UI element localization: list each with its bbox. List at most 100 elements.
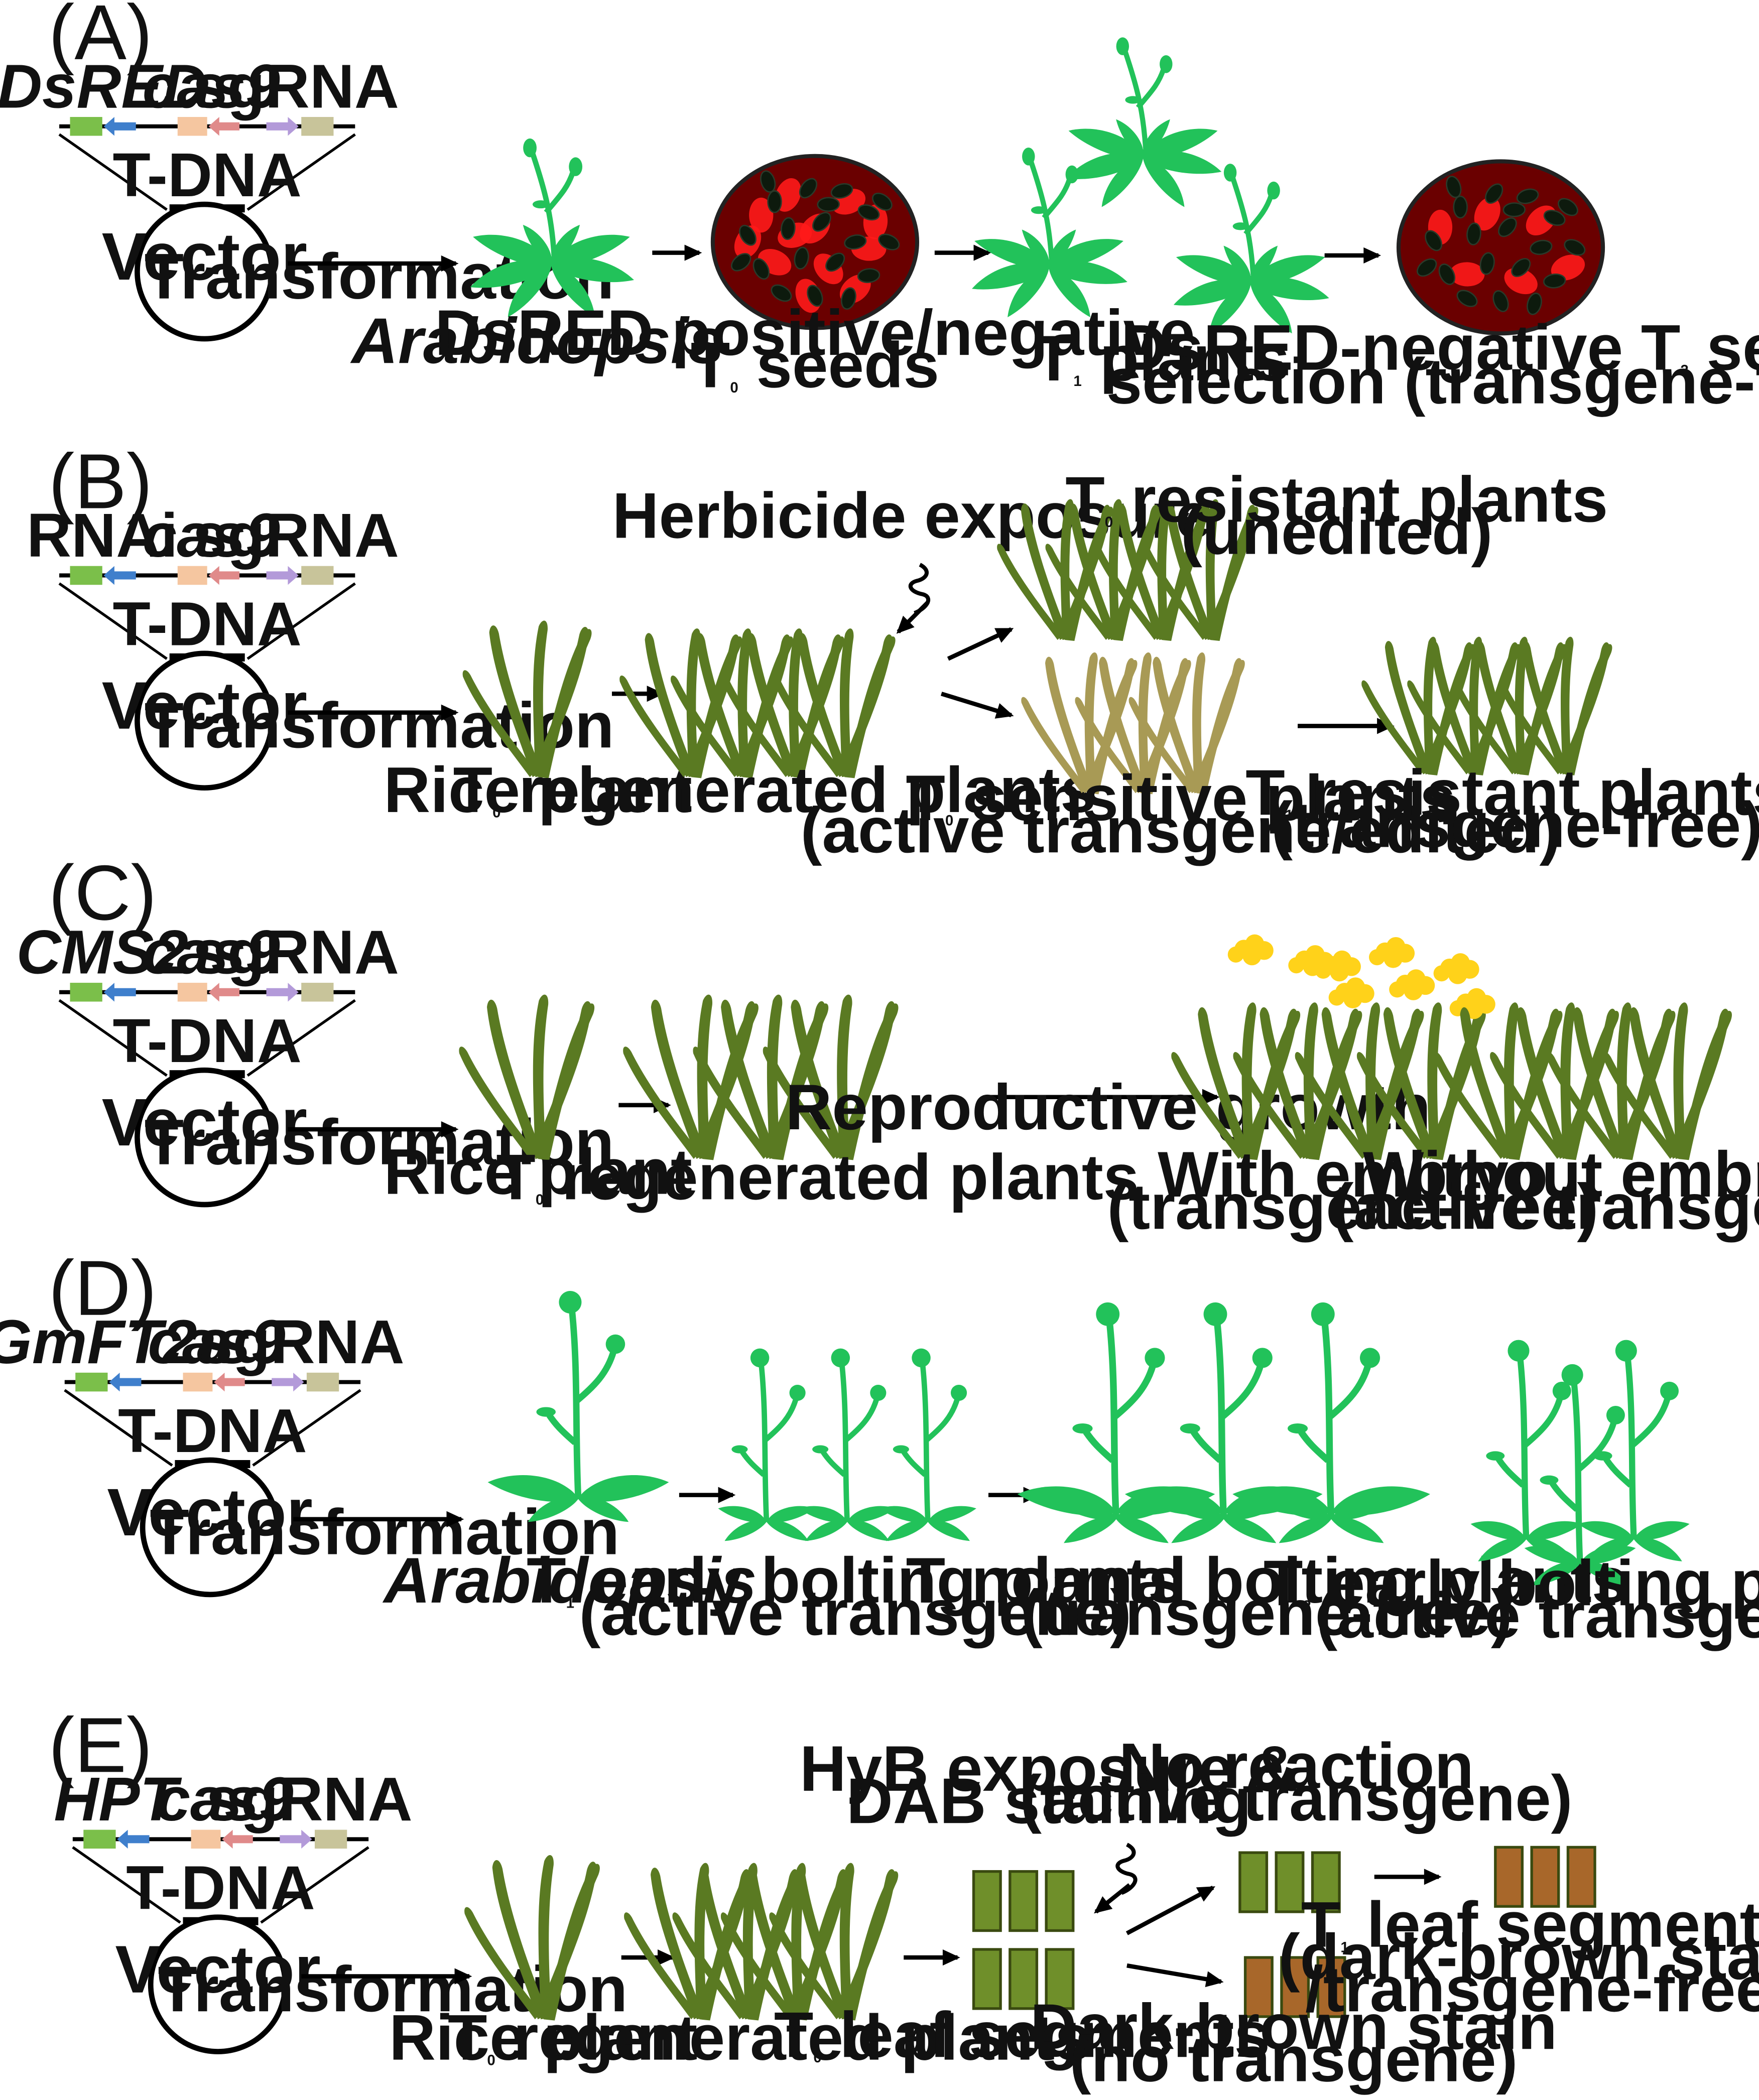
leaf-segment: [1275, 1851, 1305, 1913]
label-part: leaf segments: [1349, 1889, 1759, 1961]
t1-leaf-label: T1 leaf segments: [1301, 1889, 1759, 1961]
label-part: resistant plants: [1293, 757, 1759, 829]
process-arrow: [988, 1089, 1220, 1105]
sensitive-label: T0 sensitive plants: [906, 762, 1455, 834]
promoter-arrow-lilac: [272, 1372, 304, 1392]
leaf-segment: [1316, 1956, 1346, 2018]
t2-early-label: T2 early bolting plants: [1264, 1547, 1759, 1619]
t0-label: T0 regenerated plants: [496, 1141, 1139, 1213]
plant-label: Arabidopsis: [350, 305, 724, 377]
marker-cassette-box: [83, 1829, 116, 1849]
label-part: plants: [1082, 323, 1290, 395]
t1-early-label-2: (active transgene): [579, 1577, 1132, 1649]
marker-gene-label: GmFT2a: [0, 1307, 231, 1377]
leaf-segment: [1243, 1956, 1274, 2018]
panel-letter: (A): [49, 0, 153, 76]
vector-label: Vector: [102, 1085, 307, 1160]
vector-label: Vector: [107, 1475, 312, 1550]
sgrna-label: sgRNA: [193, 501, 399, 570]
without-embryo-label: Without embryo: [1363, 1139, 1759, 1211]
leaf-segment: [1045, 1948, 1075, 2010]
label-subscript: 2: [1680, 362, 1688, 378]
promoter-arrow-pink: [208, 117, 239, 136]
with-embryo-label: With embryo: [1158, 1139, 1548, 1211]
leaf-segment: [1530, 1846, 1560, 1908]
label-subscript: 2: [945, 1595, 953, 1612]
seeds-label-2: T0 seeds: [691, 329, 939, 401]
label-part: T: [1065, 464, 1105, 536]
tdna-label: T-DNA: [112, 1006, 301, 1076]
resistant-label: T0 resistant plants: [1065, 464, 1608, 536]
tdna-label: T-DNA: [118, 1396, 307, 1466]
sgrna-box: [306, 1372, 339, 1392]
hyb-label-2: DAB staining: [846, 1765, 1251, 1837]
cas9-box: [183, 1372, 213, 1392]
process-arrow: [1374, 1869, 1442, 1885]
vector-circle: [140, 1457, 280, 1598]
without-embryo-label-2: (active transgene): [1332, 1171, 1759, 1243]
exposure-arrow: [896, 600, 930, 634]
cas9-label: cas9: [148, 1307, 285, 1377]
label-part: T: [527, 1545, 566, 1617]
tdna-label: T-DNA: [126, 1854, 315, 1923]
sgrna-label: sgRNA: [193, 917, 399, 987]
sgrna-label: sgRNA: [193, 52, 399, 121]
leaf-segment: [1045, 1870, 1075, 1932]
process-arrow: [904, 1949, 960, 1966]
panel-letter: (B): [49, 438, 153, 525]
t1-resistant-label-2: (transgene-free): [1271, 790, 1759, 861]
cas9-label: cas9: [143, 52, 280, 121]
rice-label: Rice plant: [384, 1136, 692, 1208]
cas9-box: [177, 983, 207, 1002]
no-reaction-segments: [1238, 1851, 1341, 1913]
tdna-label: T-DNA: [112, 141, 301, 210]
t2-normal-label-2: (transgene-free): [1021, 1577, 1513, 1649]
vector-circle: [135, 1067, 275, 1208]
transformation-arrow: [288, 704, 459, 721]
vector-label: Vector: [115, 1932, 320, 2007]
rosette-leaf: [576, 1472, 670, 1504]
sgrna-box: [301, 983, 334, 1002]
flower-clusters: [1227, 934, 1495, 1019]
cas9-label: cas9: [143, 501, 280, 570]
dark-brown-label: Dark-brown stain: [1030, 1991, 1557, 2063]
sgrna-box: [301, 566, 334, 585]
seed-plate-t2: [1396, 159, 1605, 336]
label-subscript: 1: [566, 1595, 574, 1612]
promoter-arrow-pink: [214, 1372, 245, 1392]
vector-circle: [148, 1914, 288, 2054]
label-part: T: [453, 754, 493, 826]
marker-cassette-box: [70, 983, 102, 1002]
cas9-box: [177, 117, 207, 136]
process-arrow: [652, 244, 702, 261]
rice-label: Rice plant: [389, 2002, 697, 2074]
with-embryo-label-2: (transgene-free): [1107, 1171, 1599, 1243]
label-part: resistant plants: [1113, 464, 1608, 536]
promoter-arrow-lilac: [280, 1829, 312, 1849]
label-subscript: 0: [536, 1192, 544, 1208]
process-arrow: [1126, 1963, 1224, 1988]
plant-label: Arabidopsis: [382, 1545, 757, 1617]
sgrna-label: sgRNA: [206, 1765, 413, 1834]
cas9-label: cas9: [143, 917, 280, 987]
leaf-segment: [1009, 1870, 1039, 1932]
process-arrow: [1298, 718, 1395, 734]
flower-icon: [1227, 934, 1274, 966]
leaf-segment: [1009, 1948, 1039, 2010]
t1-early-label: T1 early bolting plants: [527, 1545, 1184, 1617]
exposure-arrow: [1094, 1883, 1131, 1914]
tdna-label: T-DNA: [112, 590, 301, 659]
vector-circle: [135, 201, 275, 342]
promoter-arrow-blue: [117, 1829, 150, 1849]
promoter-arrow-lilac: [266, 117, 299, 136]
label-subscript: 0: [730, 379, 738, 396]
label-part: T: [774, 1999, 814, 2071]
label-subscript: 0: [492, 805, 500, 821]
leaf-segment: [1311, 1851, 1341, 1913]
hyb-label: HyB exposure &: [800, 1733, 1298, 1805]
marker-gene-label: DsRED: [0, 52, 207, 121]
t1-early-bolting-plant: [798, 1349, 897, 1547]
arabidopsis-tall: [486, 1291, 670, 1529]
t1-leaf-segments: [1494, 1846, 1596, 1908]
marker-cassette-box: [70, 566, 102, 585]
